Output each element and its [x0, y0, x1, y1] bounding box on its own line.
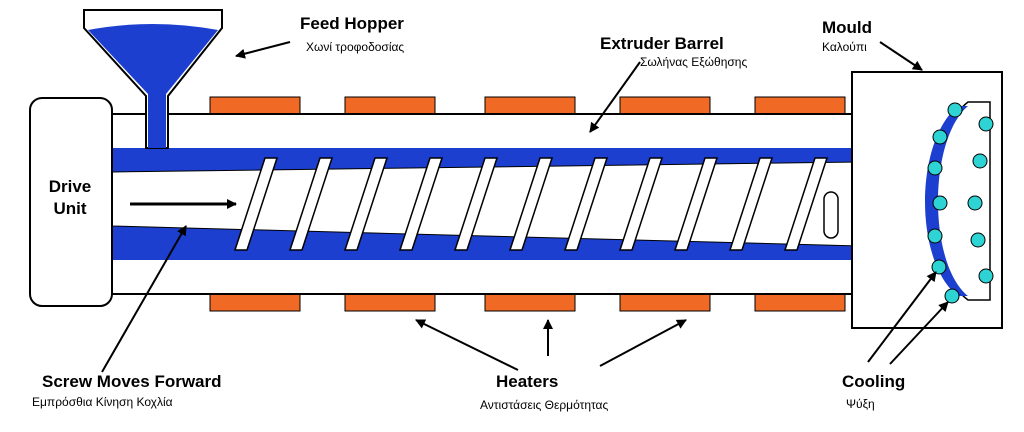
screw-flight: [618, 157, 664, 251]
feed-hopper-label: Feed Hopper: [300, 14, 404, 33]
cooling-dot: [970, 232, 986, 248]
screw-moves-forward-label-greek: Εμπρόσθια Κίνηση Κοχλία: [32, 395, 173, 409]
heaters-label-greek: Αντιστάσεις Θερμότητας: [480, 398, 609, 412]
screw-flight: [233, 157, 279, 251]
heaters-bottom: [209, 293, 846, 312]
cooling-dot: [978, 116, 994, 132]
screw-tip: [823, 191, 839, 239]
heater-block: [754, 96, 846, 115]
drive-unit-line1: Drive: [48, 177, 92, 196]
cooling-dot: [927, 228, 943, 244]
drive-unit-label: Drive Unit: [30, 176, 110, 220]
cooling-dot: [931, 259, 947, 275]
cooling-dot: [927, 160, 943, 176]
screw-flight: [288, 157, 334, 251]
heater-block: [344, 293, 436, 312]
heater-block: [619, 96, 711, 115]
screw-flight: [453, 157, 499, 251]
cooling-dot: [932, 129, 948, 145]
cooling-dot: [947, 102, 963, 118]
cooling-dot: [978, 268, 994, 284]
heater-block: [484, 96, 576, 115]
cooling-dot: [944, 288, 960, 304]
heaters-label: Heaters: [496, 372, 559, 391]
heater-block: [754, 293, 846, 312]
arrow-cooling-2: [889, 301, 949, 365]
arrow-screw-moves: [101, 225, 187, 373]
screw-flight: [563, 157, 609, 251]
feed-hopper-label-greek: Χωνί τροφοδοσίας: [306, 40, 405, 54]
drive-unit-box: [29, 97, 113, 307]
pointer-arrows: [101, 41, 949, 373]
mould-label-greek: Καλούπι: [822, 40, 867, 54]
mould-label: Mould: [822, 18, 873, 37]
heater-block: [619, 293, 711, 312]
drive-unit-line2: Unit: [53, 199, 87, 218]
screw-moves-forward-label: Screw Moves Forward: [42, 372, 222, 391]
screw-flight: [783, 157, 829, 251]
arrow-cooling-1: [867, 271, 937, 363]
arrow-heaters-right: [599, 319, 687, 367]
extruder-barrel-label: Extruder Barrel: [600, 34, 724, 53]
heaters-top: [209, 96, 846, 115]
heater-block: [209, 96, 301, 115]
screw-flight: [343, 157, 389, 251]
screw-flight: [673, 157, 719, 251]
arrow-feed-hopper: [235, 41, 291, 59]
heater-block: [209, 293, 301, 312]
screw-flight: [398, 157, 444, 251]
arrow-extruder-barrel: [589, 61, 641, 133]
cooling-dot: [932, 195, 948, 211]
heater-block: [484, 293, 576, 312]
moulded-part: [925, 106, 968, 296]
cooling-channels: [927, 102, 994, 304]
arrow-heaters-left: [415, 319, 519, 371]
screw-flight: [508, 157, 554, 251]
cooling-dot: [967, 195, 983, 211]
cooling-label: Cooling: [842, 372, 906, 391]
heater-block: [344, 96, 436, 115]
arrow-mould: [879, 41, 923, 71]
extruder-barrel-label-greek: Σωλήνας Εξώθησης: [640, 55, 748, 69]
hopper-plastic: [88, 24, 218, 148]
screw-flights: [233, 157, 839, 251]
cooling-label-greek: Ψύξη: [846, 397, 875, 411]
screw-flight: [728, 157, 774, 251]
cooling-dot: [972, 153, 988, 169]
